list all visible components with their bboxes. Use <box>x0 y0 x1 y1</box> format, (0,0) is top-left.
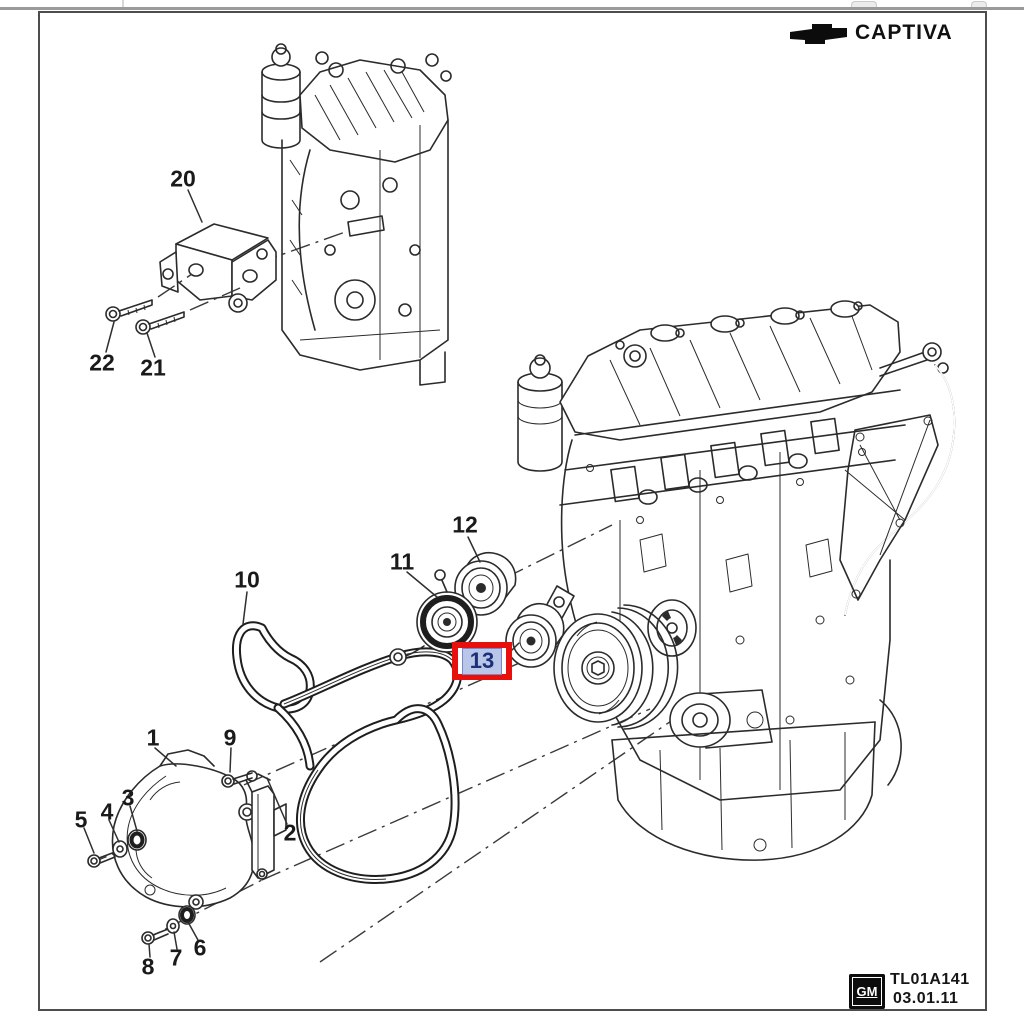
belt-cover-assembly-drawing <box>87 749 287 945</box>
callout-leader-lines <box>83 189 520 958</box>
callout-1[interactable]: 1 <box>146 724 160 751</box>
bolt-drawings-21-22 <box>105 273 241 335</box>
callout-21[interactable]: 21 <box>140 354 166 381</box>
callout-7[interactable]: 7 <box>169 944 183 971</box>
chrome-bottom-bar <box>0 7 1024 10</box>
callout-2[interactable]: 2 <box>283 819 297 846</box>
callout-9[interactable]: 9 <box>223 724 237 751</box>
callout-12[interactable]: 12 <box>452 511 478 538</box>
brand-name: CAPTIVA <box>855 21 953 44</box>
drawing-number: TL01A141 <box>890 971 970 988</box>
tensioner-and-idlers-drawing <box>389 552 565 668</box>
callout-11[interactable]: 11 <box>389 548 415 575</box>
engine-side-view-main <box>517 300 956 861</box>
chrome-tab-nub <box>971 1 987 7</box>
callout-4[interactable]: 4 <box>100 798 114 825</box>
engine-front-view-top <box>261 43 452 386</box>
gm-logo: GM <box>849 974 885 1009</box>
gm-logo-text: GM <box>856 984 878 999</box>
chrome-tab-nub <box>851 1 877 7</box>
callout-6[interactable]: 6 <box>193 934 207 961</box>
callout-13-highlighted[interactable]: 13 <box>452 642 512 680</box>
callout-8[interactable]: 8 <box>141 953 155 980</box>
callout-10[interactable]: 10 <box>234 566 260 593</box>
callout-13-label: 13 <box>461 647 503 675</box>
callout-5[interactable]: 5 <box>74 806 88 833</box>
browser-chrome-remnant <box>0 0 1024 10</box>
brand-header: CAPTIVA <box>788 20 953 46</box>
mount-bracket-drawing <box>159 223 277 313</box>
drawing-date: 03.01.11 <box>893 990 959 1007</box>
callout-3[interactable]: 3 <box>121 784 135 811</box>
chevrolet-bowtie-icon <box>790 24 847 44</box>
drive-belt-drawing <box>231 621 463 884</box>
callout-22[interactable]: 22 <box>89 349 115 376</box>
callout-20[interactable]: 20 <box>170 165 196 192</box>
chrome-divider <box>122 0 124 7</box>
